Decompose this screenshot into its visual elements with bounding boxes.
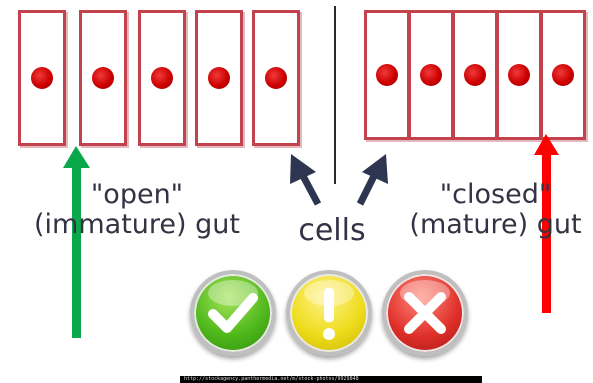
exclamation-icon [286,270,372,356]
cross-icon [382,270,468,356]
open-label-line2: (immature) gut [8,210,266,240]
open-gut-label: "open" (immature) gut [8,180,266,240]
right-pointer-arrow [360,154,388,204]
cross-glyph [386,274,464,352]
open-label-line1: "open" [8,180,266,210]
check-icon [190,270,276,356]
green-arrow [63,146,90,338]
cells-label: cells [282,216,382,246]
watermark-url: http://stockagency.panthermedia.net/m/st… [180,376,482,383]
closed-gut-label: "closed" (mature) gut [398,180,593,240]
left-pointer-arrow [290,154,318,204]
check-mark-glyph [194,274,272,352]
exclamation-glyph [290,274,368,352]
closed-label-line1: "closed" [398,180,593,210]
closed-label-line2: (mature) gut [398,210,593,240]
